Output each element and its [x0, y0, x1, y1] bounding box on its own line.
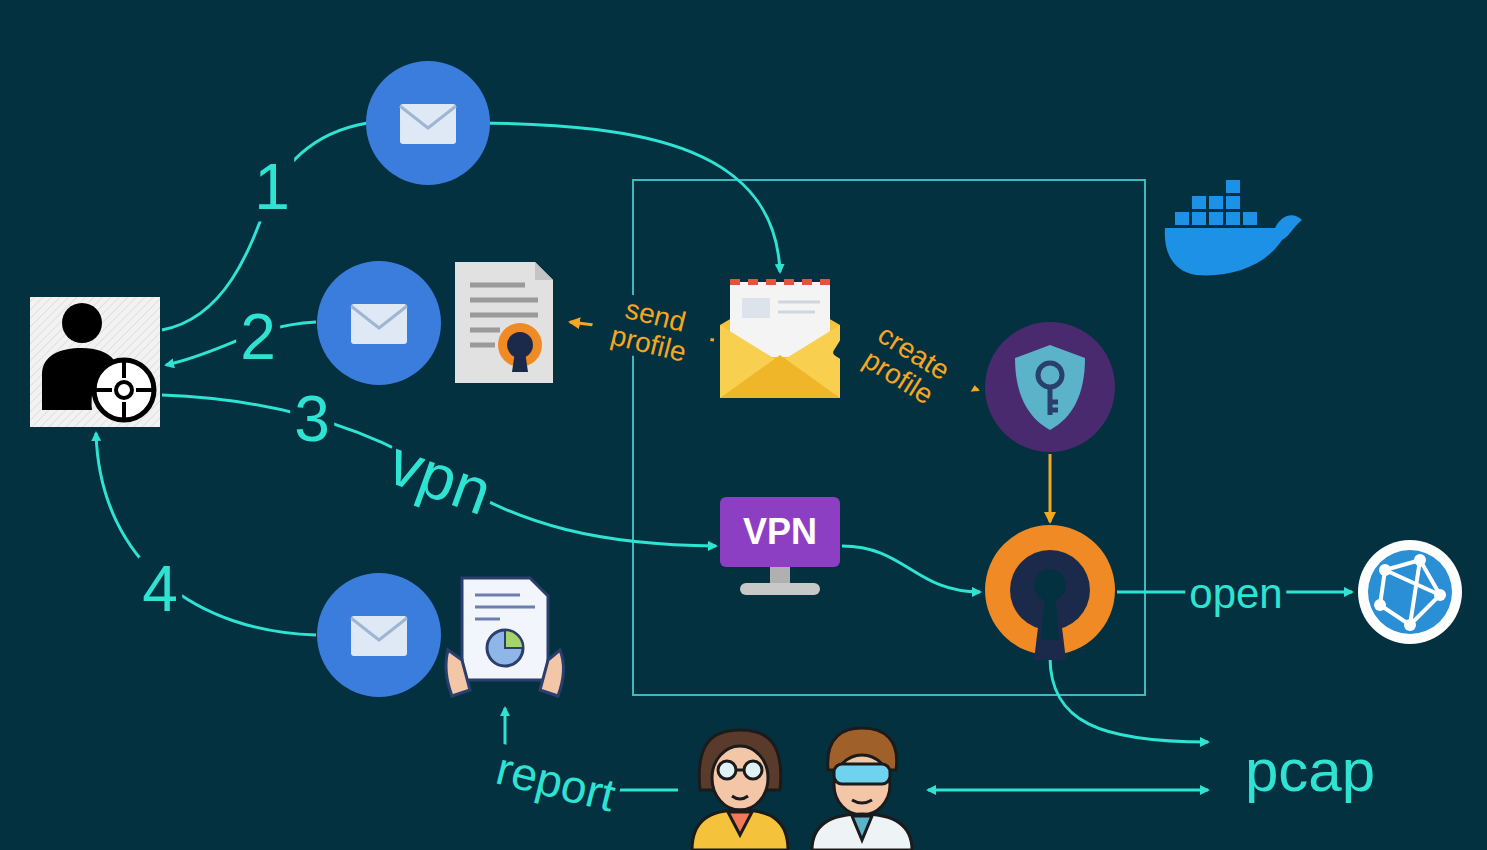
callout-number: 1: [250, 154, 294, 221]
callout-number: 3: [290, 386, 334, 453]
monitor-text: VPN: [743, 511, 817, 553]
flow-label: open: [1185, 572, 1286, 616]
callout-number: 2: [236, 304, 280, 371]
flow-label: create profile: [832, 304, 980, 427]
output-label: pcap: [1241, 739, 1379, 802]
callout-number: 4: [138, 556, 182, 623]
flow-label: report: [488, 743, 624, 821]
flow-label: send profile: [588, 287, 717, 373]
flow-label: vpn: [376, 427, 503, 528]
vpn-monitor: VPN: [720, 497, 840, 567]
